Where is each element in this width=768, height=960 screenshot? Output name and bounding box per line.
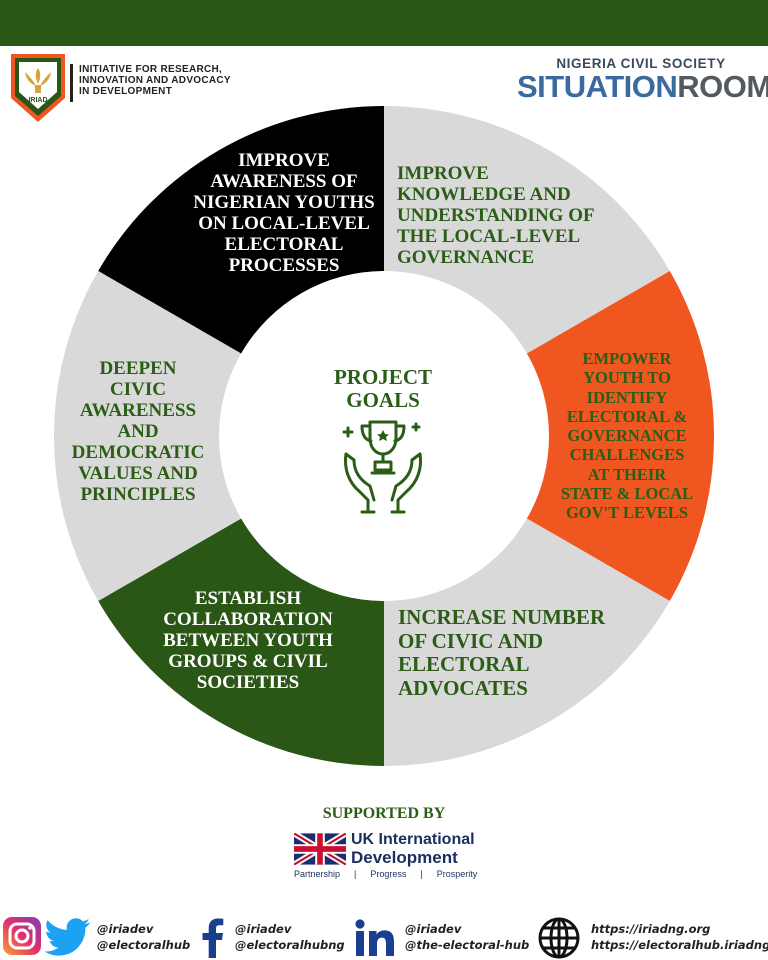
org-name: INITIATIVE FOR RESEARCH, INNOVATION AND …	[79, 64, 231, 97]
social-handles-facebook: @iriadev @electoralhubng	[235, 921, 345, 953]
partner-title-part1: SITUATION	[517, 69, 678, 104]
globe-icon	[538, 917, 580, 959]
goal-line: AT THEIR	[587, 464, 667, 484]
website-links: https://iriadng.org https://electoralhub…	[591, 921, 768, 953]
social-handles-ig-twitter: @iriadev @electoralhub	[97, 921, 190, 953]
segment-bottom-left	[98, 518, 384, 766]
goal-line: SOCIETIES	[196, 672, 300, 693]
handle[interactable]: @iriadev	[97, 922, 154, 936]
iriad-logo: IRIAD	[11, 54, 65, 122]
goal-line: ELECTORAL	[224, 234, 344, 255]
goal-3-text: EMPOWER YOUTH TO IDENTIFY ELECTORAL & GO…	[540, 349, 714, 523]
goal-line: IMPROVE	[238, 150, 330, 171]
goals-donut	[54, 106, 714, 766]
goal-4-text: INCREASE NUMBER OF CIVIC AND ELECTORAL A…	[398, 605, 638, 700]
goal-line: EMPOWER	[582, 349, 672, 368]
handle[interactable]: @iriadev	[235, 922, 292, 936]
support-line1: UK International	[351, 831, 475, 848]
center-title-line: PROJECT	[333, 365, 432, 389]
goal-2-text: IMPROVE KNOWLEDGE AND UNDERSTANDING OF T…	[397, 163, 627, 268]
partner-title: SITUATIONROOM	[517, 69, 768, 105]
goal-line: ELECTORAL	[398, 652, 530, 676]
partner-title-part2: ROOM	[677, 69, 768, 104]
website-link[interactable]: https://electoralhub.iriadng.org	[591, 938, 768, 952]
goal-line: GOVERNANCE	[397, 247, 535, 268]
handle[interactable]: @iriadev	[405, 922, 462, 936]
goal-line: BETWEEN YOUTH	[163, 630, 333, 651]
goal-line: ESTABLISH	[194, 588, 302, 609]
support-tagline: Partnership|Progress|Prosperity	[294, 869, 478, 879]
goal-line: ADVOCATES	[398, 675, 528, 700]
social-handles-linkedin: @iriadev @the-electoral-hub	[405, 921, 529, 953]
goal-line: GOVERNANCE	[567, 426, 687, 446]
tagline-item: Progress	[370, 869, 407, 879]
handle[interactable]: @electoralhubng	[235, 938, 345, 952]
uk-flag-icon	[294, 833, 346, 865]
tagline-item: Partnership	[294, 869, 341, 879]
goal-line: CHALLENGES	[569, 445, 685, 465]
goal-line: VALUES AND	[78, 463, 198, 484]
segment-top-left	[98, 106, 384, 354]
linkedin-icon[interactable]	[355, 919, 395, 957]
tagline-item: Prosperity	[436, 869, 478, 879]
goal-line: IDENTIFY	[586, 387, 668, 407]
partner-subtitle: NIGERIA CIVIL SOCIETY	[556, 56, 726, 71]
goal-line: YOUTH TO	[583, 368, 671, 388]
supported-by-label: SUPPORTED BY	[322, 805, 446, 822]
segment-top-right	[384, 106, 670, 354]
goal-line: STATE & LOCAL	[560, 484, 694, 504]
segment-left	[54, 271, 242, 601]
goal-line: CIVIC	[110, 379, 166, 400]
support-line2: Development	[351, 848, 458, 867]
goal-5-text: ESTABLISH COLLABORATION BETWEEN YOUTH GR…	[146, 588, 350, 693]
goal-line: PROCESSES	[228, 255, 340, 276]
facebook-icon[interactable]	[200, 918, 224, 958]
center-title: PROJECT GOALS	[306, 366, 460, 412]
segment-bottom-right	[384, 518, 670, 766]
goal-line: UNDERSTANDING OF	[397, 205, 595, 226]
center-title-line: GOALS	[346, 388, 420, 412]
goal-line: GROUPS & CIVIL	[168, 651, 328, 672]
goal-line: OF CIVIC AND	[398, 628, 544, 653]
svg-text:IRIAD: IRIAD	[28, 97, 47, 104]
goal-line: GOV'T LEVELS	[565, 503, 689, 523]
org-name-line: INNOVATION AND ADVOCACY	[79, 75, 231, 86]
goal-line: NIGERIAN YOUTHS	[193, 192, 375, 213]
twitter-icon[interactable]	[44, 918, 90, 956]
goal-line: COLLABORATION	[163, 609, 333, 630]
handle[interactable]: @electoralhub	[97, 938, 191, 952]
goal-line: DEEPEN	[99, 358, 177, 379]
goal-line: THE LOCAL-LEVEL	[397, 226, 581, 247]
goal-line: DEMOCRATIC	[71, 442, 205, 463]
trophy-hands-icon	[342, 420, 422, 514]
goal-line: PRINCIPLES	[80, 484, 196, 505]
top-bar	[0, 0, 768, 46]
goal-line: AWARENESS	[79, 400, 197, 421]
website-link[interactable]: https://iriadng.org	[591, 922, 711, 936]
instagram-icon[interactable]	[2, 916, 42, 956]
goal-6-text: DEEPEN CIVIC AWARENESS AND DEMOCRATIC VA…	[60, 358, 216, 505]
org-name-line: IN DEVELOPMENT	[79, 86, 173, 97]
logo-divider	[70, 64, 73, 102]
goal-line: IMPROVE	[397, 163, 489, 184]
goal-line: KNOWLEDGE AND	[397, 184, 571, 205]
segment-right	[526, 271, 714, 601]
goal-1-text: IMPROVE AWARENESS OF NIGERIAN YOUTHS ON …	[186, 150, 382, 276]
goal-line: AWARENESS OF	[210, 171, 358, 192]
goal-line: ELECTORAL &	[566, 406, 688, 426]
org-name-line: INITIATIVE FOR RESEARCH,	[79, 64, 223, 75]
handle[interactable]: @the-electoral-hub	[405, 938, 530, 952]
goal-line: ON LOCAL-LEVEL	[198, 213, 370, 234]
goal-line: INCREASE NUMBER	[398, 605, 606, 629]
goal-line: AND	[117, 421, 159, 442]
